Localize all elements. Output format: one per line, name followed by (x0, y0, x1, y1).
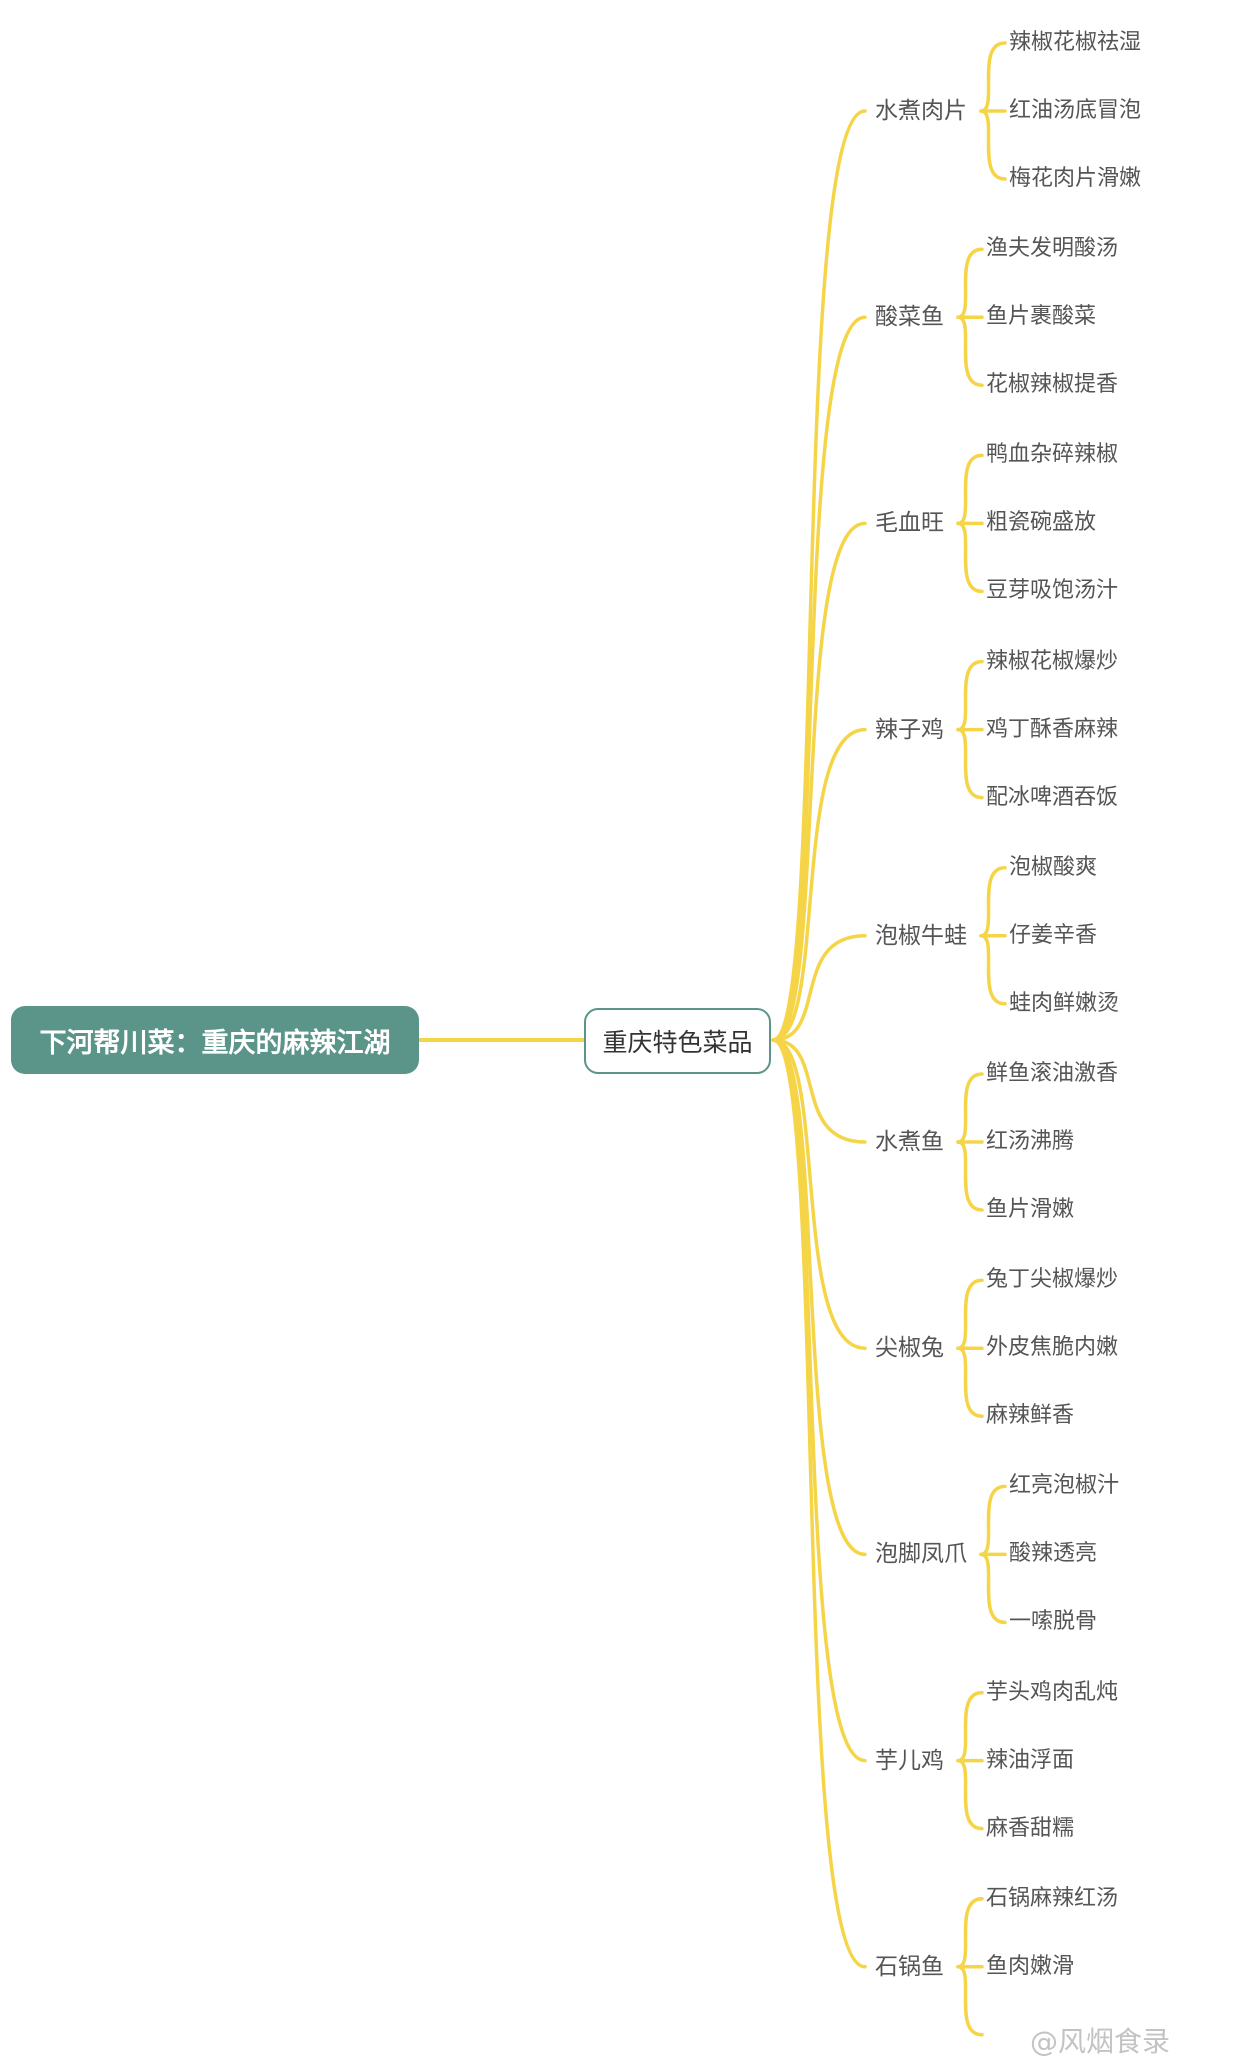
feature-connector (956, 1278, 984, 1350)
feature-label[interactable]: 一嗦脱骨 (1009, 1609, 1098, 1635)
feature-label[interactable]: 鸭血杂碎辣椒 (986, 442, 1119, 468)
dish-connector (771, 727, 867, 1042)
dish-label[interactable]: 水煮鱼 (875, 1129, 944, 1155)
dish-connector (771, 1038, 867, 1144)
feature-label[interactable]: 酸辣透亮 (1009, 1541, 1098, 1567)
feature-connector (979, 109, 1007, 181)
feature-label[interactable]: 外皮焦脆内嫩 (986, 1335, 1119, 1361)
feature-label[interactable]: 鱼片裹酸菜 (986, 304, 1097, 330)
feature-connector (956, 1140, 984, 1212)
watermark: @风烟食录 (1030, 2025, 1171, 2058)
feature-label[interactable]: 芋头鸡肉乱炖 (986, 1679, 1119, 1705)
dish-label[interactable]: 泡椒牛蛙 (875, 922, 967, 949)
feature-connector (956, 727, 984, 800)
dish-label[interactable]: 酸菜鱼 (875, 304, 944, 331)
feature-label[interactable]: 石锅麻辣红汤 (986, 1885, 1119, 1911)
feature-label[interactable]: 兔丁尖椒爆炒 (986, 1267, 1119, 1293)
feature-connector (956, 521, 984, 594)
feature-label[interactable]: 红亮泡椒汁 (1009, 1473, 1120, 1499)
feature-connector (956, 1072, 984, 1144)
feature-label[interactable]: 红油汤底冒泡 (1009, 98, 1142, 123)
dish-label[interactable]: 石锅鱼 (875, 1953, 944, 1980)
feature-connector (979, 1484, 1007, 1557)
feature-label[interactable]: 花椒辣椒提香 (986, 372, 1119, 398)
feature-label[interactable]: 泡椒酸爽 (1009, 854, 1098, 880)
feature-connector (956, 659, 984, 732)
root-node-label: 下河帮川菜：重庆的麻辣江湖 (39, 1027, 391, 1059)
feature-connector (956, 315, 984, 387)
feature-label[interactable]: 辣椒花椒爆炒 (986, 648, 1119, 674)
feature-connector (956, 453, 984, 526)
dish-connector (771, 109, 867, 1042)
feature-label[interactable]: 鱼肉嫩滑 (986, 1953, 1075, 1979)
dish-connector (771, 1038, 867, 1969)
feature-label[interactable]: 麻辣鲜香 (986, 1403, 1075, 1429)
feature-label[interactable]: 鸡丁酥香麻辣 (986, 716, 1119, 742)
feature-label[interactable]: 豆芽吸饱汤汁 (986, 578, 1119, 604)
feature-label[interactable]: 梅花肉片滑嫩 (1009, 166, 1142, 191)
root-node[interactable]: 下河帮川菜：重庆的麻辣江湖 (11, 1006, 419, 1074)
dish-label[interactable]: 水煮肉片 (875, 98, 967, 124)
feature-connector (979, 1552, 1007, 1625)
dish-label[interactable]: 泡脚凤爪 (875, 1541, 967, 1568)
dish-connector (771, 934, 867, 1042)
dish-label[interactable]: 辣子鸡 (875, 716, 944, 743)
feature-label[interactable]: 仔姜辛香 (1009, 922, 1098, 948)
feature-label[interactable]: 麻香甜糯 (986, 1815, 1075, 1841)
feature-connector (956, 1346, 984, 1418)
dish-connector (771, 1038, 867, 1557)
center-node[interactable]: 重庆特色菜品 (584, 1008, 771, 1074)
feature-connector (956, 1690, 984, 1763)
feature-label[interactable]: 粗瓷碗盛放 (986, 510, 1097, 536)
feature-connector (956, 1897, 984, 1969)
feature-label[interactable]: 渔夫发明酸汤 (986, 236, 1119, 262)
feature-connector (956, 1965, 984, 2037)
dish-label[interactable]: 毛血旺 (875, 510, 944, 537)
dish-label[interactable]: 芋儿鸡 (875, 1747, 944, 1774)
dish-connector (771, 1038, 867, 1350)
feature-label[interactable]: 鲜鱼滚油激香 (986, 1061, 1119, 1086)
feature-label[interactable]: 鱼片滑嫩 (986, 1197, 1075, 1222)
feature-connector (979, 41, 1007, 113)
feature-label[interactable]: 红汤沸腾 (986, 1129, 1075, 1154)
feature-label[interactable]: 配冰啤酒吞饭 (986, 784, 1119, 810)
dish-connector (771, 315, 867, 1042)
dish-connector (771, 521, 867, 1042)
feature-connector (956, 1758, 984, 1831)
feature-connector (956, 247, 984, 319)
feature-label[interactable]: 辣椒花椒祛湿 (1009, 30, 1142, 55)
dish-label[interactable]: 尖椒兔 (875, 1335, 944, 1362)
feature-label[interactable]: 蛙肉鲜嫩烫 (1009, 990, 1120, 1016)
feature-connector (979, 934, 1007, 1006)
center-node-label: 重庆特色菜品 (602, 1028, 753, 1057)
feature-connector (979, 866, 1007, 938)
feature-label[interactable]: 辣油浮面 (986, 1747, 1075, 1773)
